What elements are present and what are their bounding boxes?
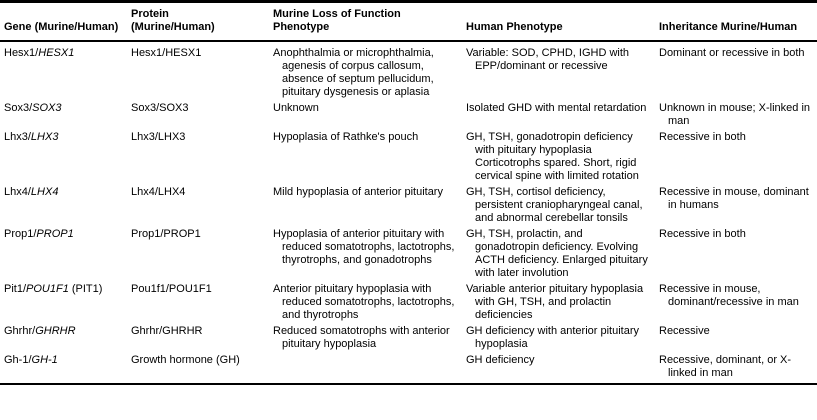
gene-cell: Sox3/SOX3 bbox=[0, 102, 131, 131]
gene-cell: Prop1/PROP1 bbox=[0, 228, 131, 283]
gene-cell: Gh-1/GH-1 bbox=[0, 354, 131, 384]
paper-table-container: Gene (Murine/Human) Protein (Murine/Huma… bbox=[0, 0, 817, 385]
table-row: Prop1/PROP1 Prop1/PROP1 Hypoplasia of an… bbox=[0, 228, 817, 283]
gene-human: GHRHR bbox=[35, 325, 76, 337]
header-line: Phenotype bbox=[273, 21, 330, 33]
murine-phenotype-cell bbox=[273, 354, 466, 384]
gene-murine: Lhx3/ bbox=[4, 131, 31, 143]
gene-cell: Pit1/POU1F1 (PIT1) bbox=[0, 283, 131, 325]
header-row: Gene (Murine/Human) Protein (Murine/Huma… bbox=[0, 1, 817, 42]
gene-suffix: (PIT1) bbox=[68, 283, 103, 295]
gene-murine: Prop1/ bbox=[4, 228, 37, 240]
inheritance-cell: Dominant or recessive in both bbox=[659, 47, 805, 59]
gene-human: LHX4 bbox=[30, 186, 59, 198]
human-phenotype-cell: GH, TSH, prolactin, and gonadotropin def… bbox=[466, 228, 648, 279]
gene-phenotype-table: Gene (Murine/Human) Protein (Murine/Huma… bbox=[0, 0, 817, 385]
col-header-inheritance: Inheritance Murine/Human bbox=[659, 1, 817, 42]
table-body: Hesx1/HESX1 Hesx1/HESX1 Anophthalmia or … bbox=[0, 41, 817, 384]
gene-human: HESX1 bbox=[38, 47, 75, 59]
gene-cell: Hesx1/HESX1 bbox=[0, 41, 131, 102]
gene-human: PROP1 bbox=[36, 228, 74, 240]
table-header: Gene (Murine/Human) Protein (Murine/Huma… bbox=[0, 1, 817, 42]
col-header-human-phenotype: Human Phenotype bbox=[466, 1, 659, 42]
human-phenotype-cell: Variable anterior pituitary hypoplasia w… bbox=[466, 283, 644, 321]
gene-human: LHX3 bbox=[30, 131, 59, 143]
gene-human: GH-1 bbox=[31, 354, 58, 366]
header-line: Murine Loss of Function bbox=[273, 8, 401, 20]
inheritance-cell: Unknown in mouse; X-linked in man bbox=[659, 102, 811, 127]
header-line: Human Phenotype bbox=[466, 21, 563, 33]
header-line: (Murine/Human) bbox=[131, 21, 215, 33]
inheritance-cell: Recessive in mouse, dominant/recessive i… bbox=[659, 283, 799, 308]
inheritance-cell: Recessive bbox=[659, 325, 710, 337]
protein-cell: Growth hormone (GH) bbox=[131, 354, 240, 366]
inheritance-cell: Recessive, dominant, or X-linked in man bbox=[659, 354, 792, 379]
inheritance-cell: Recessive in both bbox=[659, 131, 746, 143]
protein-cell: Sox3/SOX3 bbox=[131, 102, 189, 114]
inheritance-cell: Recessive in mouse, dominant in humans bbox=[659, 186, 809, 211]
gene-murine: Sox3/ bbox=[4, 102, 33, 114]
gene-murine: Gh-1/ bbox=[4, 354, 32, 366]
table-row: Pit1/POU1F1 (PIT1) Pou1f1/POU1F1 Anterio… bbox=[0, 283, 817, 325]
table-row: Ghrhr/GHRHR Ghrhr/GHRHR Reduced somatotr… bbox=[0, 325, 817, 354]
human-phenotype-cell: GH, TSH, cortisol deficiency, persistent… bbox=[466, 186, 643, 224]
table-row: Lhx3/LHX3 Lhx3/LHX3 Hypoplasia of Rathke… bbox=[0, 131, 817, 186]
gene-cell: Lhx4/LHX4 bbox=[0, 186, 131, 228]
gene-cell: Lhx3/LHX3 bbox=[0, 131, 131, 186]
inheritance-cell: Recessive in both bbox=[659, 228, 746, 240]
murine-phenotype-cell: Hypoplasia of anterior pituitary with re… bbox=[273, 228, 455, 266]
gene-human: POU1F1 bbox=[26, 283, 69, 295]
murine-phenotype-cell: Hypoplasia of Rathke's pouch bbox=[273, 131, 419, 143]
protein-cell: Hesx1/HESX1 bbox=[131, 47, 202, 59]
protein-cell: Lhx4/LHX4 bbox=[131, 186, 186, 198]
table-row: Sox3/SOX3 Sox3/SOX3 Unknown Isolated GHD… bbox=[0, 102, 817, 131]
protein-cell: Prop1/PROP1 bbox=[131, 228, 201, 240]
table-row: Lhx4/LHX4 Lhx4/LHX4 Mild hypoplasia of a… bbox=[0, 186, 817, 228]
human-phenotype-cell: GH deficiency bbox=[466, 354, 535, 366]
table-row: Gh-1/GH-1 Growth hormone (GH) GH deficie… bbox=[0, 354, 817, 384]
header-line: Protein bbox=[131, 8, 169, 20]
gene-cell: Ghrhr/GHRHR bbox=[0, 325, 131, 354]
human-phenotype-cell: Variable: SOD, CPHD, IGHD with EPP/domin… bbox=[466, 47, 630, 72]
gene-human: SOX3 bbox=[32, 102, 62, 114]
human-phenotype-cell: Isolated GHD with mental retardation bbox=[466, 102, 647, 114]
gene-murine: Lhx4/ bbox=[4, 186, 31, 198]
human-phenotype-cell: GH, TSH, gonadotropin deficiency with pi… bbox=[466, 131, 639, 182]
murine-phenotype-cell: Anophthalmia or microphthalmia, agenesis… bbox=[273, 47, 434, 98]
murine-phenotype-cell: Anterior pituitary hypoplasia with reduc… bbox=[273, 283, 455, 321]
gene-murine: Ghrhr/ bbox=[4, 325, 36, 337]
header-line: Gene (Murine/Human) bbox=[4, 21, 119, 33]
human-phenotype-cell: GH deficiency with anterior pituitary hy… bbox=[466, 325, 640, 350]
murine-phenotype-cell: Mild hypoplasia of anterior pituitary bbox=[273, 186, 443, 198]
col-header-gene: Gene (Murine/Human) bbox=[0, 1, 131, 42]
gene-murine: Hesx1/ bbox=[4, 47, 39, 59]
header-line: Inheritance Murine/Human bbox=[659, 21, 798, 33]
protein-cell: Lhx3/LHX3 bbox=[131, 131, 186, 143]
murine-phenotype-cell: Reduced somatotrophs with anterior pitui… bbox=[273, 325, 450, 350]
col-header-murine-phenotype: Murine Loss of Function Phenotype bbox=[273, 1, 466, 42]
gene-murine: Pit1/ bbox=[4, 283, 27, 295]
col-header-protein: Protein (Murine/Human) bbox=[131, 1, 273, 42]
protein-cell: Pou1f1/POU1F1 bbox=[131, 283, 212, 295]
protein-cell: Ghrhr/GHRHR bbox=[131, 325, 203, 337]
murine-phenotype-cell: Unknown bbox=[273, 102, 319, 114]
table-row: Hesx1/HESX1 Hesx1/HESX1 Anophthalmia or … bbox=[0, 41, 817, 102]
